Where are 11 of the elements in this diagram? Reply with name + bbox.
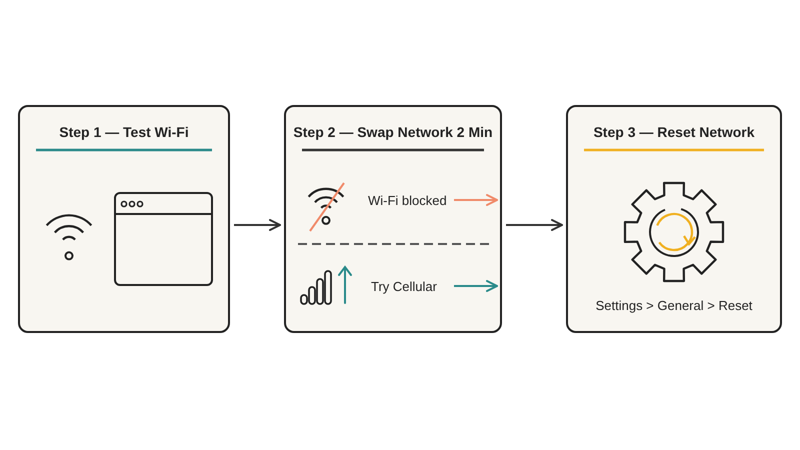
step-card xyxy=(566,105,782,333)
step-text: Try Cellular xyxy=(371,279,437,295)
step-text: Wi-Fi blocked xyxy=(368,193,447,209)
step-text: Settings > General > Reset xyxy=(594,298,754,314)
step-card xyxy=(284,105,502,333)
step-heading: Step 1 — Test Wi-Fi xyxy=(58,124,190,140)
step-heading: Step 3 — Reset Network xyxy=(592,124,756,140)
arrow xyxy=(234,219,281,231)
step-card xyxy=(18,105,230,333)
step-heading: Step 2 — Swap Network 2 Min xyxy=(292,124,494,140)
arrow xyxy=(506,219,563,231)
